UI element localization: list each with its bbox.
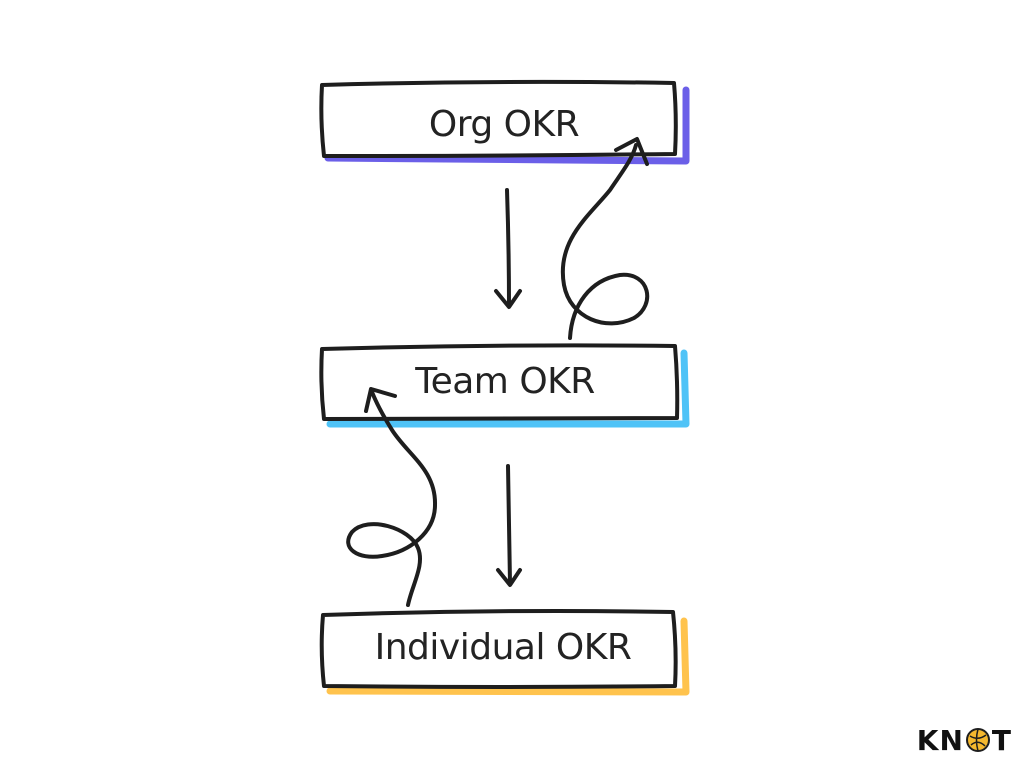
loop-arrow-individual-to-team xyxy=(346,387,438,607)
team-okr-box: Team OKR xyxy=(319,343,690,428)
team-okr-box-shadow xyxy=(326,349,690,428)
arrow-team-to-individual-head xyxy=(496,568,522,587)
ball-icon xyxy=(965,728,990,752)
arrow-org-to-team-shaft xyxy=(505,188,511,307)
individual-okr-box-outline xyxy=(319,609,678,689)
individual-okr-box-shadow xyxy=(326,617,690,696)
loop-arrow-individual-to-team-head xyxy=(364,387,397,413)
loop-arrow-team-to-org-shaft xyxy=(560,143,650,340)
team-okr-box-outline xyxy=(319,343,680,421)
team-okr-label: Team OKR xyxy=(414,361,595,402)
individual-okr-label: Individual OKR xyxy=(375,627,632,668)
logo-text-kn: KN xyxy=(916,723,964,757)
arrow-team-to-individual xyxy=(496,464,522,587)
org-okr-label: Org OKR xyxy=(429,104,579,145)
org-okr-box: Org OKR xyxy=(319,79,690,165)
loop-arrow-team-to-org-head xyxy=(614,137,649,166)
loop-arrow-individual-to-team-shaft xyxy=(346,390,438,607)
arrow-org-to-team xyxy=(494,188,522,309)
arrow-org-to-team-head xyxy=(494,289,522,309)
org-okr-box-shadow xyxy=(324,86,690,165)
logo-text-t: T xyxy=(991,723,1012,757)
loop-arrow-team-to-org xyxy=(560,137,650,340)
org-okr-box-outline xyxy=(319,79,678,158)
arrow-team-to-individual-shaft xyxy=(506,464,512,585)
individual-okr-box: Individual OKR xyxy=(319,609,690,696)
knot-logo: KN T xyxy=(916,723,1012,757)
